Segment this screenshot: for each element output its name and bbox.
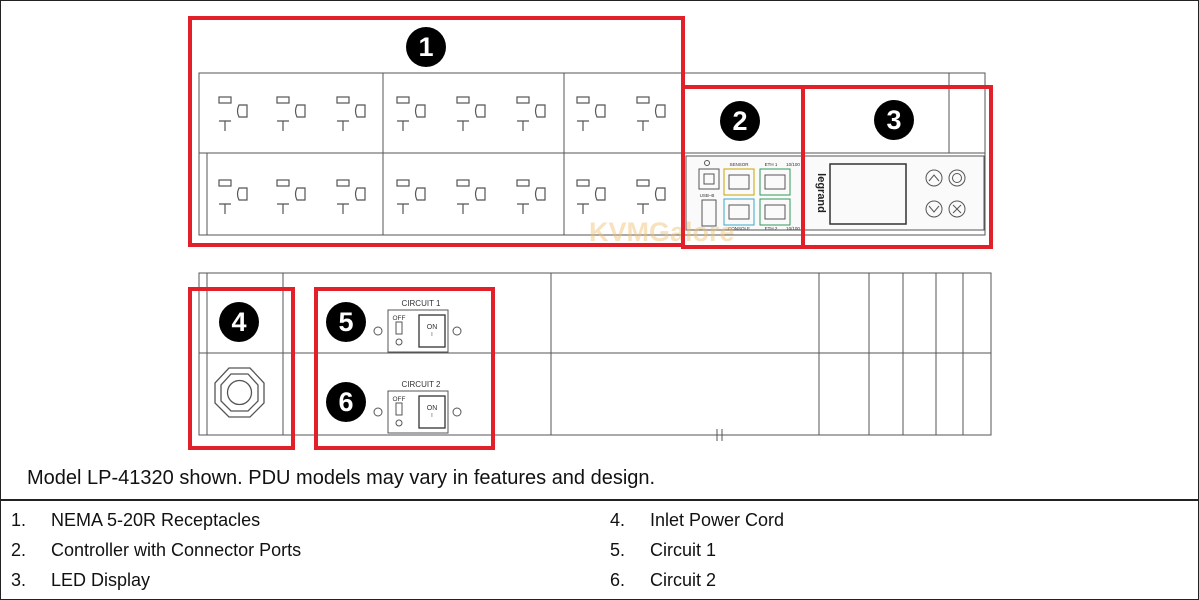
circuit-2-breaker [373, 390, 462, 434]
pdu-diagram: USB–B SENSOR CONSOLE ETH 1 10/100 ETH 2 … [188, 16, 993, 450]
receptacle-outlet-icon [456, 179, 486, 214]
nema-5-20r-receptacles [218, 96, 666, 214]
legend-number: 2. [11, 540, 27, 560]
receptacle-outlet-icon [396, 179, 426, 214]
usb-a-port [701, 199, 717, 227]
callout-5: 5 [326, 302, 366, 342]
down-button-icon [925, 200, 943, 218]
up-button-icon [925, 169, 943, 187]
receptacle-outlet-icon [276, 96, 306, 131]
callout-6-number: 6 [338, 387, 353, 417]
receptacle-outlet-icon [516, 96, 546, 131]
highlight-box-4 [188, 287, 295, 450]
eth2-speed-label: 10/100 [786, 226, 800, 231]
callout-4-number: 4 [231, 307, 246, 337]
sensor-port [723, 168, 755, 196]
highlight-box-5-6 [314, 287, 495, 450]
eth2-label: ETH 2 [765, 226, 778, 231]
cancel-button-icon [948, 200, 966, 218]
callout-3: 3 [874, 100, 914, 140]
port-labels: USB–B SENSOR CONSOLE ETH 1 10/100 ETH 2 … [700, 162, 801, 231]
receptacle-outlet-icon [576, 96, 606, 131]
callout-5-number: 5 [338, 307, 353, 337]
receptacle-outlet-icon [636, 179, 666, 214]
legend-label: Circuit 2 [650, 570, 717, 590]
circuit-1-on-mark: I [431, 332, 432, 338]
receptacle-outlet-icon [218, 96, 248, 131]
circuit-2-labels: CIRCUIT 2 OFF ON I [393, 380, 442, 419]
legend-number: 3. [11, 570, 27, 590]
eth2-port [759, 198, 791, 226]
controller-panel [685, 155, 985, 231]
receptacle-outlet-icon [218, 179, 248, 214]
receptacle-outlet-icon [516, 179, 546, 214]
legend-label: LED Display [51, 570, 151, 590]
receptacle-outlet-icon [336, 179, 366, 214]
circuit-1-off-label: OFF [393, 315, 406, 322]
callout-6: 6 [326, 382, 366, 422]
legend-label: Controller with Connector Ports [51, 540, 302, 560]
eth1-port [759, 168, 791, 196]
sensor-label: SENSOR [729, 162, 749, 167]
circuit-1-on-label: ON [427, 324, 438, 331]
pdu-top-unit [198, 72, 986, 236]
console-port [723, 198, 755, 226]
legrand-logo: legrand [815, 173, 827, 213]
model-caption: Model LP-41320 shown. PDU models may var… [27, 467, 656, 489]
status-led [704, 160, 710, 166]
circuit-1-labels: CIRCUIT 1 OFF ON I [393, 299, 442, 338]
kvmgalore-watermark: KVMGalore [589, 217, 735, 247]
eth1-speed-label: 10/100 [786, 162, 800, 167]
circuit-2-on-mark: I [431, 413, 432, 419]
circuit-2-on-label: ON [427, 405, 438, 412]
console-label: CONSOLE [728, 226, 750, 231]
power-button-icon [948, 169, 966, 187]
receptacle-outlet-icon [276, 179, 306, 214]
inlet-cord-gland [214, 367, 265, 418]
receptacle-outlet-icon [576, 179, 606, 214]
divider [1, 499, 1198, 501]
legend-label: Circuit 1 [650, 540, 717, 560]
callout-2: 2 [720, 101, 760, 141]
legend-number: 1. [11, 510, 27, 530]
usb-label: USB–B [700, 193, 715, 198]
receptacle-outlet-icon [456, 96, 486, 131]
callout-1-number: 1 [418, 32, 433, 62]
usb-b-port [698, 168, 720, 190]
circuit-1-title: CIRCUIT 1 [402, 299, 442, 308]
receptacle-outlet-icon [636, 96, 666, 131]
circuit-1-breaker [373, 309, 462, 353]
legend-number: 6. [610, 570, 626, 590]
circuit-2-off-label: OFF [393, 396, 406, 403]
callout-4: 4 [219, 302, 259, 342]
led-display [829, 163, 907, 225]
legend-number: 4. [610, 510, 626, 530]
callout-2-number: 2 [732, 106, 747, 136]
legend-number: 5. [610, 540, 626, 560]
legend-label: Inlet Power Cord [650, 510, 785, 530]
callout-3-number: 3 [886, 105, 901, 135]
circuit-2-title: CIRCUIT 2 [402, 380, 442, 389]
callout-1: 1 [406, 27, 446, 67]
eth1-label: ETH 1 [765, 162, 778, 167]
receptacle-outlet-icon [396, 96, 426, 131]
legend-label: NEMA 5-20R Receptacles [51, 510, 261, 530]
highlight-box-3 [801, 85, 993, 249]
receptacle-outlet-icon [336, 96, 366, 131]
